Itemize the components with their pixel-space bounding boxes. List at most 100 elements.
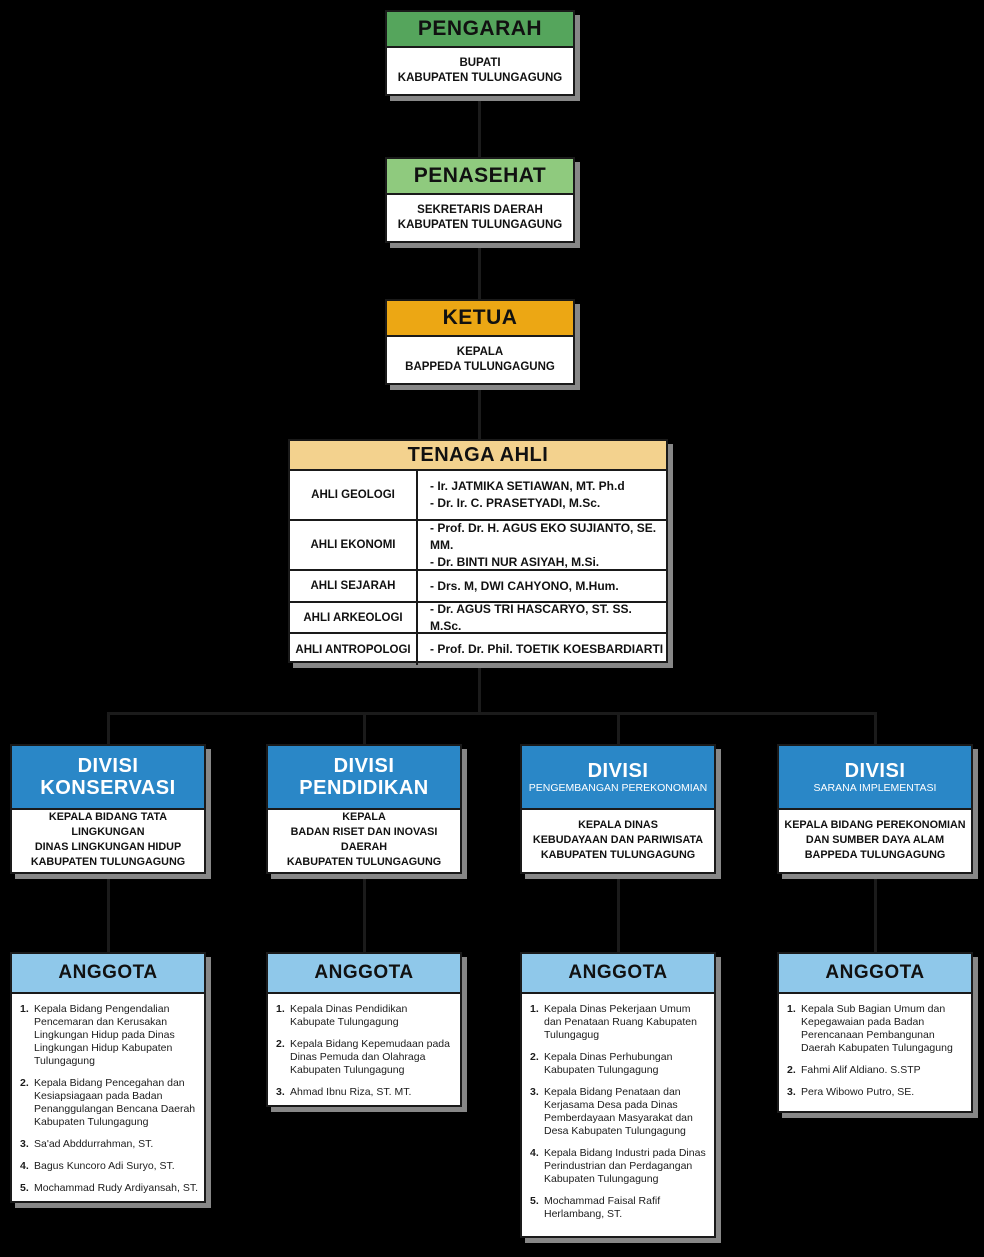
division-body-line: KABUPATEN TULUNGAGUNG — [30, 856, 186, 868]
connector-line — [363, 874, 366, 952]
list-item: 3.Kepala Bidang Penataan dan Kerjasama D… — [530, 1086, 708, 1138]
connector-line — [363, 712, 366, 744]
anggota-list: 1.Kepala Bidang Pengendalian Pencemaran … — [12, 994, 204, 1210]
item-number: 4. — [20, 1160, 29, 1172]
penasehat-body: SEKRETARIS DAERAH KABUPATEN TULUNGAGUNG — [387, 195, 573, 241]
ketua-body-line: KEPALA — [456, 346, 504, 358]
item-text: Kepala Bidang Industri pada Dinas Perind… — [544, 1147, 706, 1185]
expert-name: - Prof. Dr. Phil. TOETIK KOESBARDIARTI — [430, 642, 664, 656]
item-text: Kepala Sub Bagian Umum dan Kepegawaian p… — [801, 1003, 953, 1054]
penasehat-header: PENASEHAT — [387, 159, 573, 195]
ketua-title: KETUA — [442, 306, 518, 329]
item-text: Kepala Dinas Pekerjaan Umum dan Penataan… — [544, 1003, 697, 1041]
list-item: 2.Kepala Bidang Kepemudaan pada Dinas Pe… — [276, 1038, 454, 1077]
tenaga-row-label: AHLI ARKEOLOGI — [290, 603, 418, 632]
connector-line — [478, 663, 481, 712]
list-item: 1.Kepala Sub Bagian Umum dan Kepegawaian… — [787, 1003, 965, 1055]
anggota-konservasi-box: ANGGOTA 1.Kepala Bidang Pengendalian Pen… — [10, 952, 206, 1203]
item-text: Kepala Bidang Pengendalian Pencemaran da… — [34, 1003, 175, 1067]
item-number: 1. — [276, 1003, 285, 1015]
ketua-box: KETUA KEPALA BAPPEDA TULUNGAGUNG — [385, 299, 575, 385]
ketua-body: KEPALA BAPPEDA TULUNGAGUNG — [387, 337, 573, 383]
list-item: 2.Fahmi Alif Aldiano. S.STP — [787, 1064, 965, 1077]
penasehat-body-line: KABUPATEN TULUNGAGUNG — [397, 219, 563, 231]
connector-line — [874, 874, 877, 952]
connector-line — [478, 383, 481, 439]
list-item: 3.Sa'ad Abddurrahman, ST. — [20, 1138, 198, 1151]
divisi-pendidikan-header: DIVISI PENDIDIKAN — [268, 746, 460, 810]
division-body-line: KABUPATEN TULUNGAGUNG — [286, 856, 442, 868]
tenaga-row-names: - Prof. Dr. Phil. TOETIK KOESBARDIARTI — [418, 634, 666, 665]
anggota-pendidikan-box: ANGGOTA 1.Kepala Dinas Pendidikan Kabupa… — [266, 952, 462, 1107]
list-item: 5. Mochammad Faisal Rafif Herlambang, ST. — [530, 1195, 708, 1221]
tenaga-row: AHLI ARKEOLOGI - Dr. AGUS TRI HASCARYO, … — [290, 601, 666, 634]
item-text: Kepala Bidang Pencegahan dan Kesiapsiaga… — [34, 1077, 196, 1128]
list-item: 3.Ahmad Ibnu Riza, ST. MT. — [276, 1086, 454, 1099]
connector-line — [874, 712, 877, 744]
penasehat-title: PENASEHAT — [413, 164, 547, 187]
pengarah-box: PENGARAH BUPATI KABUPATEN TULUNGAGUNG — [385, 10, 575, 96]
anggota-header: ANGGOTA — [12, 954, 204, 994]
list-item: 4. Bagus Kuncoro Adi Suryo, ST. — [20, 1160, 198, 1173]
item-text: Bagus Kuncoro Adi Suryo, ST. — [34, 1160, 175, 1172]
connector-line — [617, 874, 620, 952]
penasehat-box: PENASEHAT SEKRETARIS DAERAH KABUPATEN TU… — [385, 157, 575, 243]
division-body: KEPALA DINAS KEBUDAYAAN DAN PARIWISATA K… — [522, 810, 714, 870]
divisi-pengembangan-perekonomian-header: DIVISI PENGEMBANGAN PEREKONOMIAN — [522, 746, 714, 810]
item-number: 2. — [20, 1077, 29, 1089]
anggota-header: ANGGOTA — [779, 954, 971, 994]
connector-line — [478, 240, 481, 299]
list-item: 2. Kepala Bidang Pencegahan dan Kesiapsia… — [20, 1077, 198, 1129]
connector-line — [617, 712, 620, 744]
division-subtitle: PENGEMBANGAN PEREKONOMIAN — [528, 781, 708, 794]
tenaga-row-label: AHLI SEJARAH — [290, 571, 418, 601]
tenaga-row-names: - Ir. JATMIKA SETIAWAN, MT. Ph.d - Dr. I… — [418, 471, 666, 519]
tenaga-row: AHLI SEJARAH - Drs. M, DWI CAHYONO, M.Hu… — [290, 571, 666, 603]
expert-name: - Ir. JATMIKA SETIAWAN, MT. Ph.d — [430, 479, 625, 493]
division-body-line: KEBUDAYAAN DAN PARIWISATA — [532, 833, 704, 846]
anggota-title: ANGGOTA — [568, 962, 668, 983]
connector-line — [107, 712, 877, 715]
expert-name: - Dr. Ir. C. PRASETYADI, M.Sc. — [430, 496, 601, 510]
item-number: 1. — [530, 1003, 539, 1015]
division-title: DIVISI PENDIDIKAN — [299, 755, 429, 799]
anggota-pengembangan-perekonomian-box: ANGGOTA 1. Kepala Dinas Pekerjaan Umum da… — [520, 952, 716, 1238]
ketua-body-line: BAPPEDA TULUNGAGUNG — [405, 361, 555, 373]
tenaga-row-names: - Drs. M, DWI CAHYONO, M.Hum. — [418, 571, 666, 601]
item-number: 4. — [530, 1147, 539, 1159]
list-item: 1. Kepala Dinas Pekerjaan Umum dan Penata… — [530, 1003, 708, 1042]
divisi-pendidikan-box: DIVISI PENDIDIKAN KEPALA BADAN RISET DAN… — [266, 744, 462, 874]
expert-name: - Drs. M, DWI CAHYONO, M.Hum. — [430, 578, 619, 593]
anggota-header: ANGGOTA — [268, 954, 460, 994]
list-item: 5.Mochammad Rudy Ardiyansah, ST. — [20, 1182, 198, 1195]
division-body-line: KEPALA BIDANG PEREKONOMIAN — [784, 818, 966, 831]
anggota-list: 1.Kepala Sub Bagian Umum dan Kepegawaian… — [779, 994, 971, 1114]
item-number: 5. — [20, 1182, 29, 1194]
item-text: Pera Wibowo Putro, SE. — [801, 1086, 915, 1098]
division-body-line: KEPALA DINAS — [578, 818, 658, 831]
anggota-title: ANGGOTA — [58, 962, 158, 983]
anggota-list: 1.Kepala Dinas Pendidikan Kabupate Tulun… — [268, 994, 460, 1114]
item-number: 5. — [530, 1195, 539, 1207]
tenaga-row-names: - Prof. Dr. H. AGUS EKO SUJIANTO, SE. MM… — [418, 521, 666, 569]
item-text: Fahmi Alif Aldiano. S.STP — [801, 1064, 921, 1076]
item-number: 2. — [276, 1038, 285, 1050]
list-item: 2.Kepala Dinas Perhubungan Kabupaten Tul… — [530, 1051, 708, 1077]
list-item: 4. Kepala Bidang Industri pada Dinas Peri… — [530, 1147, 708, 1186]
connector-line — [107, 874, 110, 952]
anggota-header: ANGGOTA — [522, 954, 714, 994]
division-title: DIVISI — [844, 759, 906, 782]
item-number: 3. — [276, 1086, 285, 1098]
tenaga-row-label: AHLI EKONOMI — [290, 521, 418, 569]
divisi-konservasi-box: DIVISI KONSERVASI KEPALA BIDANG TATA LIN… — [10, 744, 206, 874]
divisi-pengembangan-perekonomian-box: DIVISI PENGEMBANGAN PEREKONOMIAN KEPALA … — [520, 744, 716, 874]
list-item: 1.Kepala Dinas Pendidikan Kabupate Tulun… — [276, 1003, 454, 1029]
division-body-line: KABUPATEN TULUNGAGUNG — [540, 848, 696, 861]
expert-name: - Dr. AGUS TRI HASCARYO, ST. SS. M.Sc. — [430, 601, 632, 633]
division-body-line: KEPALA BIDANG TATA LINGKUNGAN — [48, 811, 168, 838]
divisi-sarana-implementasi-box: DIVISI SARANA IMPLEMENTASI KEPALA BIDANG… — [777, 744, 973, 874]
tenaga-row: AHLI ANTROPOLOGI - Prof. Dr. Phil. TOETI… — [290, 634, 666, 665]
item-text: Mochammad Faisal Rafif Herlambang, ST. — [544, 1195, 661, 1220]
tenaga-ahli-header: TENAGA AHLI — [290, 441, 666, 471]
